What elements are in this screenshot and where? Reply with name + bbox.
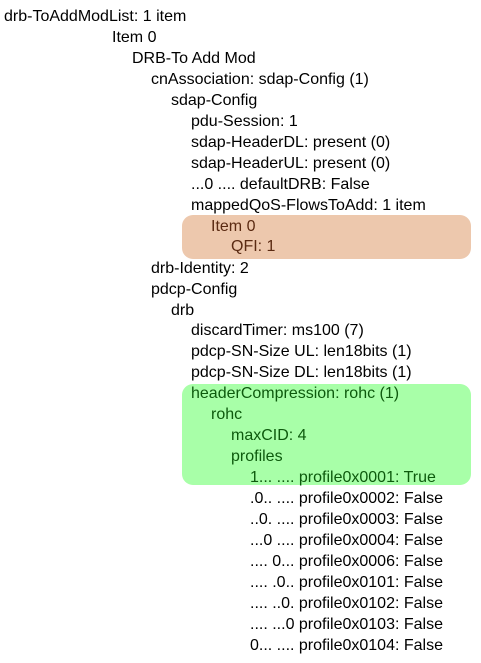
- tree-node-item-0[interactable]: Item 0: [112, 29, 157, 46]
- tree-node-pdcp-sn-size-dl[interactable]: pdcp-SN-Size DL: len18bits (1): [191, 364, 412, 381]
- tree-node-cn-association[interactable]: cnAssociation: sdap-Config (1): [151, 71, 369, 88]
- tree-node-profiles[interactable]: profiles: [231, 448, 283, 465]
- tree-node-profile-0x0002[interactable]: .0.. .... profile0x0002: False: [250, 490, 443, 507]
- tree-node-mapped-qos-flows[interactable]: mappedQoS-FlowsToAdd: 1 item: [191, 197, 426, 214]
- highlight-qos-flow-item: [182, 215, 471, 259]
- tree-node-drb-to-add-mod-list[interactable]: drb-ToAddModList: 1 item: [4, 8, 187, 25]
- tree-node-profile-0x0003[interactable]: ..0. .... profile0x0003: False: [250, 511, 443, 528]
- tree-node-sdap-header-ul[interactable]: sdap-HeaderUL: present (0): [191, 155, 391, 172]
- tree-node-rohc[interactable]: rohc: [211, 406, 243, 423]
- tree-node-profile-0x0001[interactable]: 1... .... profile0x0001: True: [250, 469, 436, 486]
- tree-node-max-cid[interactable]: maxCID: 4: [231, 427, 307, 444]
- tree-node-profile-0x0102[interactable]: .... ..0. profile0x0102: False: [250, 595, 443, 612]
- tree-node-qos-item-0[interactable]: Item 0: [211, 218, 256, 235]
- tree-node-profile-0x0101[interactable]: .... .0.. profile0x0101: False: [250, 574, 443, 591]
- tree-node-qfi[interactable]: QFI: 1: [231, 238, 276, 255]
- tree-node-pdcp-sn-size-ul[interactable]: pdcp-SN-Size UL: len18bits (1): [191, 343, 412, 360]
- tree-node-discard-timer[interactable]: discardTimer: ms100 (7): [191, 322, 364, 339]
- tree-node-drb-identity[interactable]: drb-Identity: 2: [151, 260, 249, 277]
- tree-node-drb-to-add-mod[interactable]: DRB-To Add Mod: [132, 50, 256, 67]
- tree-node-sdap-header-dl[interactable]: sdap-HeaderDL: present (0): [191, 134, 391, 151]
- tree-node-pdcp-config[interactable]: pdcp-Config: [151, 281, 238, 298]
- highlight-header-compression: [182, 384, 471, 485]
- tree-node-header-compression[interactable]: headerCompression: rohc (1): [191, 385, 400, 402]
- tree-node-default-drb[interactable]: ...0 .... defaultDRB: False: [191, 176, 370, 193]
- tree-node-profile-0x0103[interactable]: .... ...0 profile0x0103: False: [250, 616, 443, 633]
- tree-node-profile-0x0104[interactable]: 0... .... profile0x0104: False: [250, 637, 443, 654]
- tree-node-pdu-session[interactable]: pdu-Session: 1: [191, 113, 298, 130]
- tree-node-drb[interactable]: drb: [171, 302, 195, 319]
- tree-node-sdap-config[interactable]: sdap-Config: [171, 92, 258, 109]
- tree-node-profile-0x0006[interactable]: .... 0... profile0x0006: False: [250, 553, 443, 570]
- tree-node-profile-0x0004[interactable]: ...0 .... profile0x0004: False: [250, 532, 443, 549]
